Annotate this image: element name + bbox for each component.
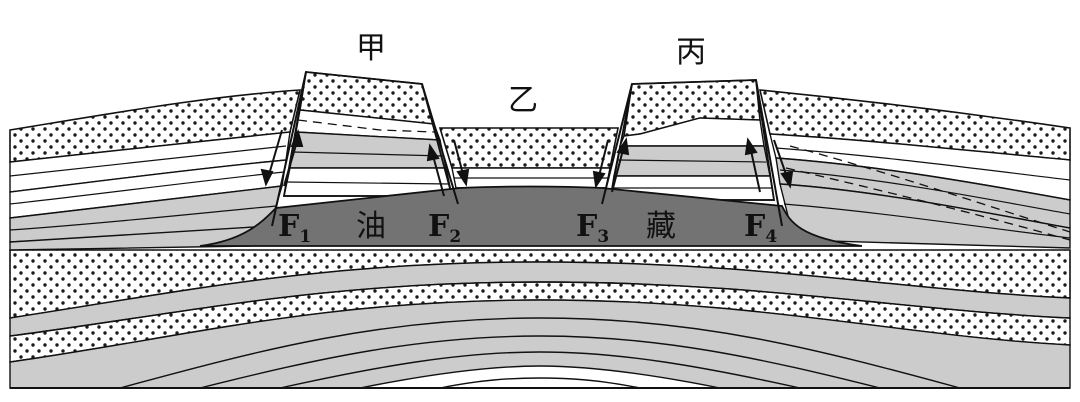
- label-bing: 丙: [676, 35, 706, 70]
- fault-f3-line: [601, 83, 633, 205]
- base-mud-layer-2: [9, 299, 1071, 389]
- left-flank-strata: [9, 89, 302, 251]
- label-fault-f2: F2: [428, 209, 461, 247]
- anticline-core: [359, 365, 721, 389]
- label-fault-f1: F1: [278, 209, 311, 247]
- label-jia: 甲: [356, 31, 386, 66]
- base-strata: [9, 249, 1071, 389]
- oil-reservoir: [199, 185, 863, 247]
- fault-f1-line: [271, 71, 307, 227]
- fault-lines: [271, 71, 783, 227]
- fault-f2-line: [421, 83, 459, 205]
- arrow-down-icon: [267, 129, 283, 179]
- block-bing: [608, 79, 776, 201]
- label-fault-f4: F4: [744, 209, 777, 247]
- label-fault-f3: F3: [576, 209, 609, 247]
- label-yi: 乙: [508, 83, 538, 118]
- graben-sandstone: [438, 127, 619, 169]
- block-jia: [282, 71, 454, 197]
- right-flank-strata: [758, 89, 1071, 249]
- fault-f4-line: [755, 79, 783, 227]
- label-you: 油: [356, 209, 386, 244]
- label-cang: 藏: [646, 209, 676, 244]
- fault-movement-arrows: [260, 129, 794, 197]
